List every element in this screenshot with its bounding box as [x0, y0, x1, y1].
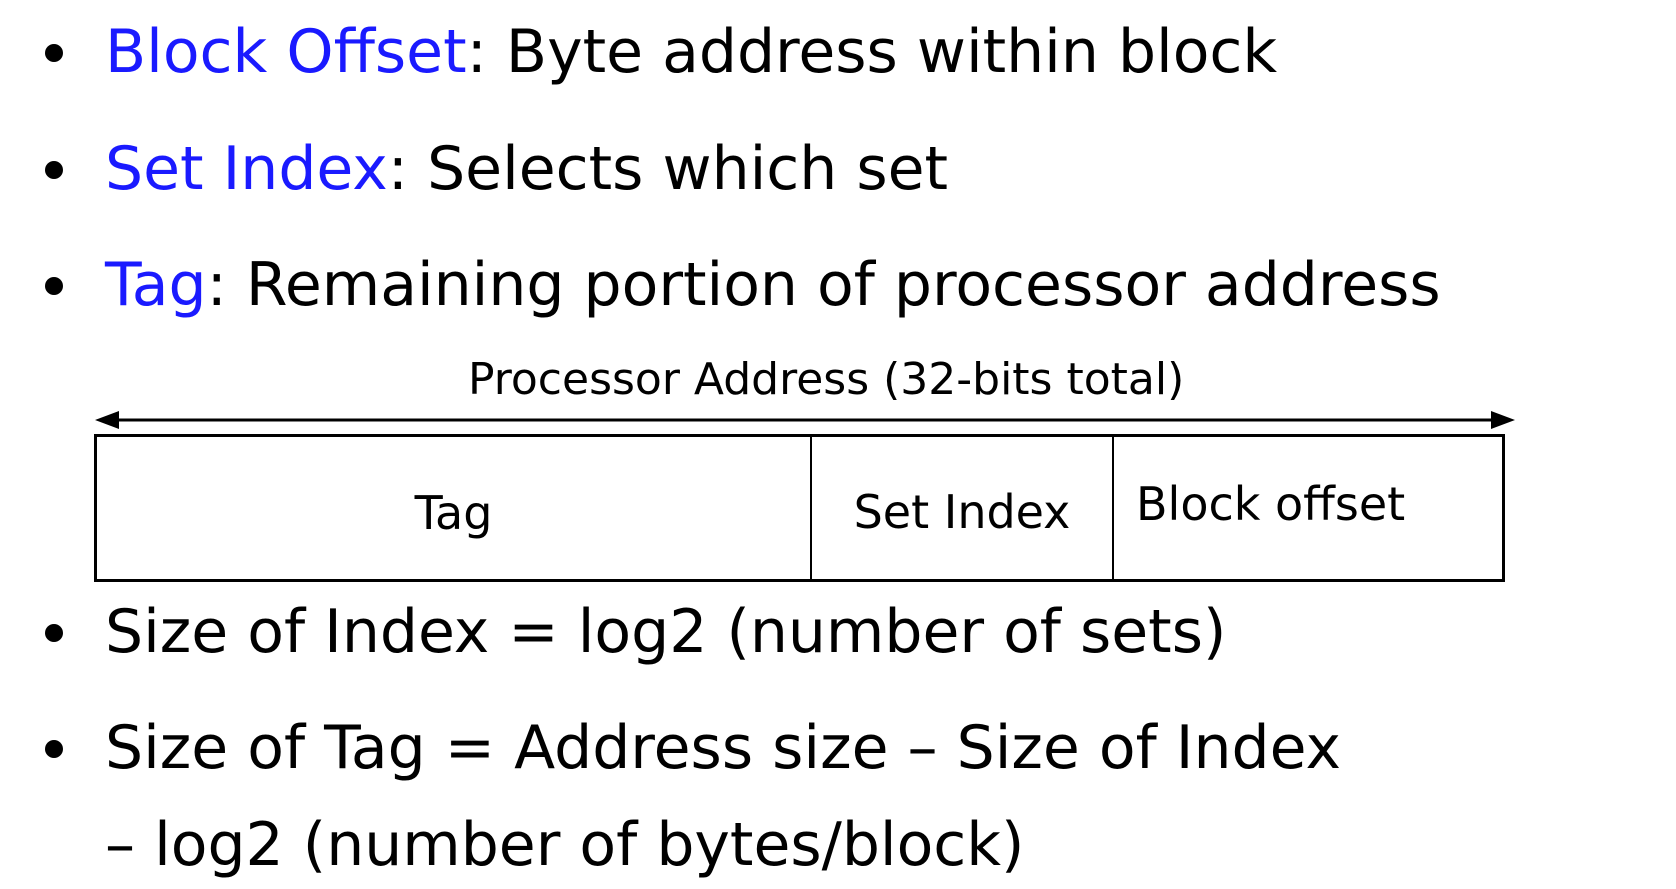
definition-set-index: : Selects which set	[387, 134, 949, 204]
formula-index-size: Size of Index = log2 (number of sets)	[105, 597, 1227, 667]
field-set-index: Set Index	[812, 437, 1114, 579]
bullet-dot-icon	[45, 44, 63, 62]
bullet-dot-icon	[45, 161, 63, 179]
bullet-set-index: Set Index: Selects which set	[105, 139, 948, 199]
definition-tag: : Remaining portion of processor address	[206, 250, 1441, 320]
bullet-dot-icon	[45, 624, 63, 642]
formula-tag-size-line2: – log2 (number of bytes/block)	[105, 810, 1025, 880]
formula-tag-size-line1: Size of Tag = Address size – Size of Ind…	[105, 713, 1341, 783]
field-tag: Tag	[97, 437, 812, 579]
term-tag: Tag	[105, 250, 207, 320]
address-field-diagram: Tag Set Index Block offset	[94, 434, 1505, 582]
field-block-offset: Block offset	[1136, 477, 1406, 531]
bullet-tag: Tag: Remaining portion of processor addr…	[105, 255, 1441, 315]
double-arrow-icon	[95, 411, 1515, 429]
definition-block-offset: : Byte address within block	[466, 17, 1278, 87]
term-block-offset: Block Offset	[105, 17, 467, 87]
address-caption: Processor Address (32-bits total)	[468, 354, 1185, 405]
bullet-dot-icon	[45, 277, 63, 295]
bullet-block-offset: Block Offset: Byte address within block	[105, 22, 1277, 82]
term-set-index: Set Index	[105, 134, 388, 204]
bullet-dot-icon	[45, 740, 63, 758]
